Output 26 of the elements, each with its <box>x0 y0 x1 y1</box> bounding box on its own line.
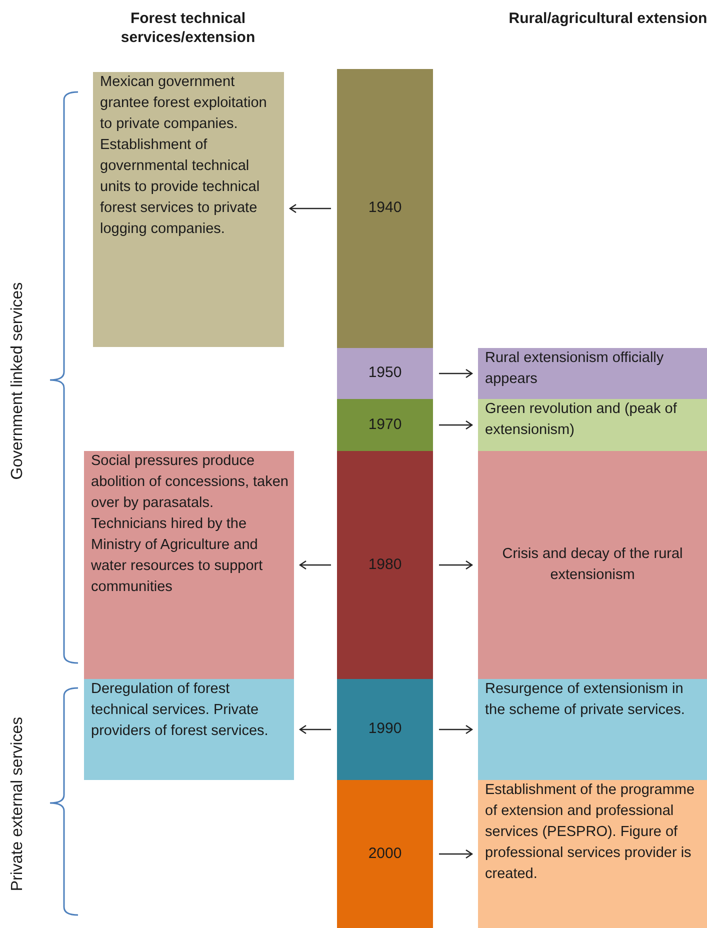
arrow <box>439 849 473 859</box>
column-header: Rural/agricultural extension <box>508 10 707 29</box>
arrow <box>289 204 331 214</box>
arrow <box>439 420 473 430</box>
group-label: Government linked services <box>8 281 27 482</box>
year-block: 1990 <box>337 679 433 780</box>
event-box: Social pressures produce abolition of concessions, taken over by parasatals. Technicians hired by the Ministry of Agriculture and water resources to support communities <box>84 451 294 679</box>
arrow <box>439 560 473 570</box>
event-box: Crisis and decay of the rural extensionism <box>478 451 707 679</box>
column-header: Forest technical services/extension <box>120 10 256 48</box>
arrow <box>299 560 331 570</box>
arrow <box>299 724 331 734</box>
event-box: Deregulation of forest technical services. Private providers of forest services. <box>84 679 294 780</box>
arrow <box>439 368 473 378</box>
year-block: 2000 <box>337 780 433 928</box>
event-box: Mexican government grantee forest exploitation to private companies. Establishment of governmental technical units to provide technical forest services to private logging companies. <box>93 72 284 347</box>
year-block: 1940 <box>337 69 433 348</box>
group-label: Private external services <box>8 716 27 894</box>
event-box: Rural extensionism officially appears <box>478 348 707 399</box>
event-box: Establishment of the programme of extension and professional services (PESPRO). Figure of professional services provider is created. <box>478 780 707 928</box>
arrow <box>439 724 473 734</box>
event-box: Resurgence of extensionism in the scheme of private services. <box>478 679 707 780</box>
year-block: 1970 <box>337 399 433 451</box>
year-block: 1950 <box>337 348 433 399</box>
event-box: Green revolution and (peak of extensionism) <box>478 399 707 451</box>
year-block: 1980 <box>337 451 433 679</box>
